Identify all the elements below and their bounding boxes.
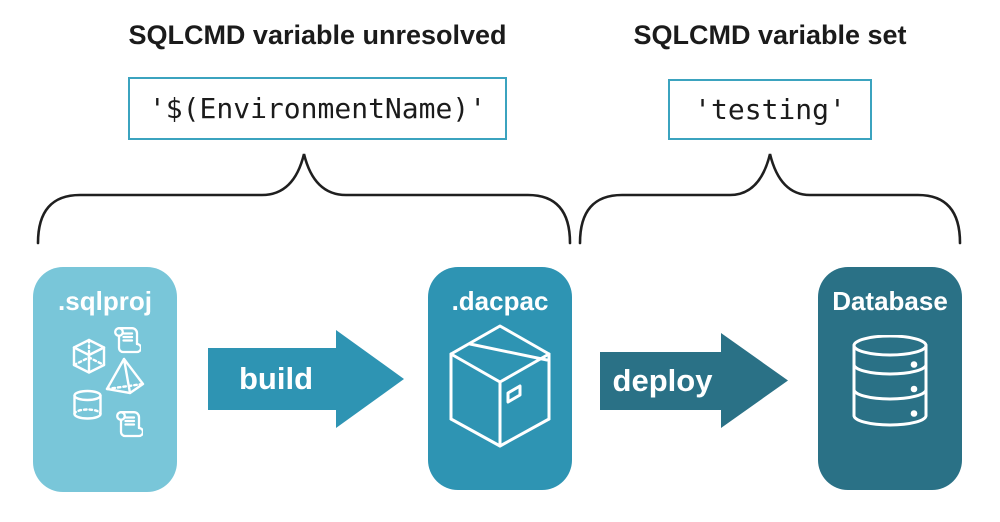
left-title: SQLCMD variable unresolved xyxy=(128,20,507,50)
database-label: Database xyxy=(832,286,948,316)
dacpac-node: .dacpac xyxy=(428,267,572,490)
build-arrow: build xyxy=(208,330,404,428)
dacpac-label: .dacpac xyxy=(451,286,549,316)
left-code-box: '$(EnvironmentName)' xyxy=(128,77,507,140)
deploy-arrow-shape xyxy=(600,333,788,428)
right-code-box: 'testing' xyxy=(668,79,872,140)
right-title: SQLCMD variable set xyxy=(633,20,907,50)
sqlproj-label: .sqlproj xyxy=(58,286,152,316)
database-cylinder-icon xyxy=(852,335,928,427)
deploy-arrow: deploy xyxy=(600,333,788,428)
build-arrow-label: build xyxy=(238,361,314,396)
right-code-text: 'testing' xyxy=(694,93,846,126)
pyramid-icon xyxy=(105,357,145,395)
cylinder-icon xyxy=(73,389,102,420)
deploy-arrow-label: deploy xyxy=(612,363,713,398)
right-brace xyxy=(578,153,962,245)
left-code-text: '$(EnvironmentName)' xyxy=(148,92,487,125)
package-box-icon xyxy=(449,324,551,448)
sqlproj-node: .sqlproj xyxy=(33,267,177,492)
database-node: Database xyxy=(818,267,962,490)
script-scroll-icon xyxy=(114,327,141,354)
build-arrow-shape xyxy=(208,330,404,428)
left-brace xyxy=(36,153,572,245)
script-scroll-icon xyxy=(116,411,143,438)
cube-icon xyxy=(72,338,106,374)
